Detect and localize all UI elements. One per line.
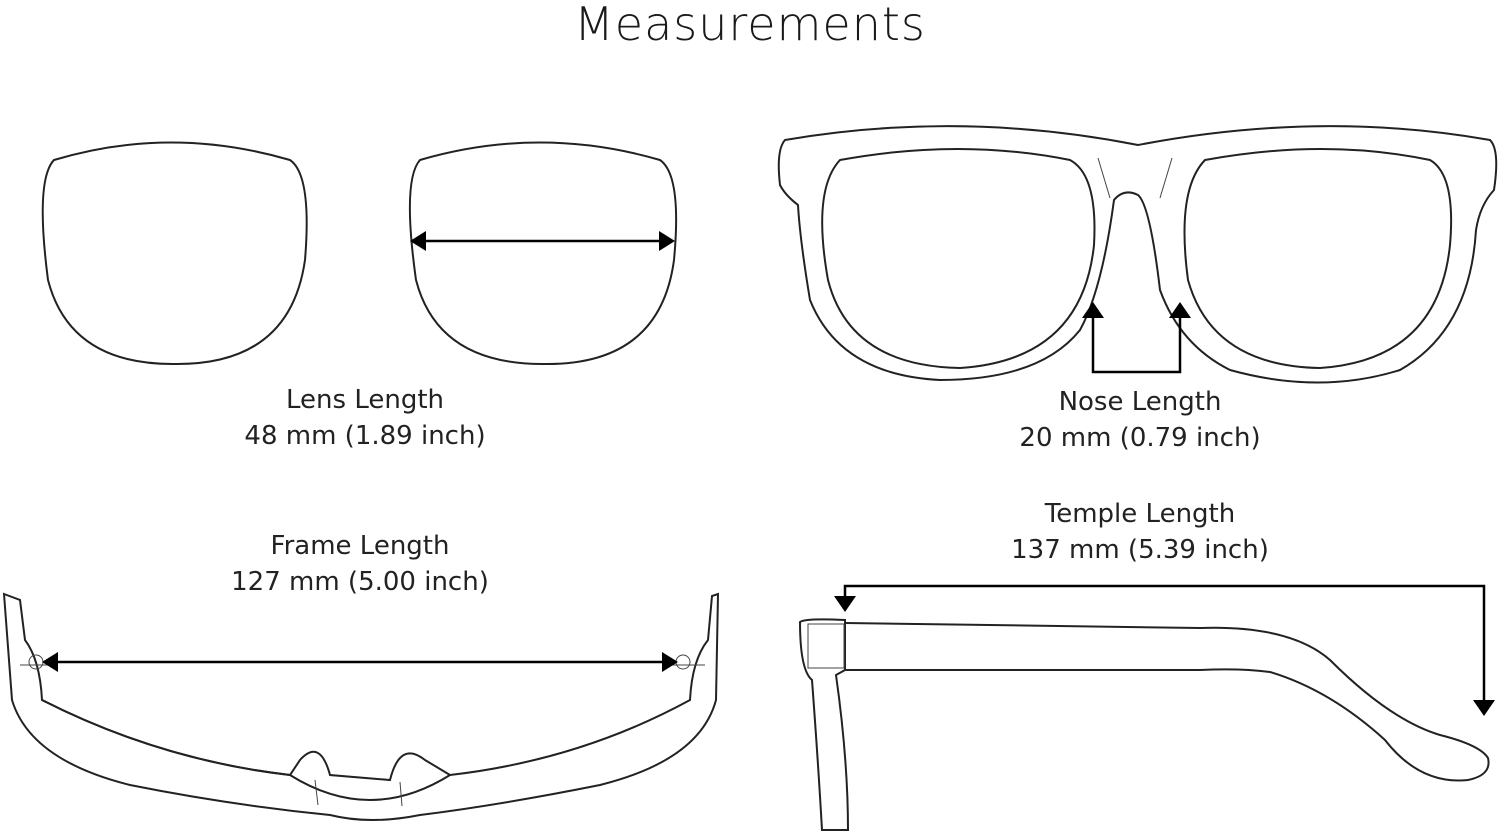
left-lens-outline bbox=[41, 141, 308, 366]
hinge-block bbox=[807, 623, 845, 669]
frame-left-lens-opening bbox=[821, 148, 1096, 370]
frame-front-outline bbox=[777, 125, 1498, 384]
temple-length-arrow bbox=[843, 584, 1486, 702]
nose-pad-line-left bbox=[1097, 157, 1111, 199]
frame-length-name: Frame Length bbox=[270, 531, 450, 561]
page-title: Measurements bbox=[574, 0, 926, 51]
frame-top-inner bbox=[41, 699, 451, 782]
frame-arrow-head-left bbox=[42, 652, 58, 672]
nose-length-name: Nose Length bbox=[1058, 387, 1222, 417]
temple-diagram bbox=[798, 584, 1495, 831]
front-frame-diagram bbox=[777, 125, 1498, 384]
frame-side-front bbox=[798, 618, 850, 831]
frame-arrow-head-right bbox=[662, 652, 678, 672]
bridge-line-right bbox=[399, 781, 403, 807]
nose-arrow-head-right bbox=[1169, 302, 1191, 318]
frame-right-lens-opening bbox=[1183, 148, 1453, 370]
nose-length-arrow bbox=[1091, 316, 1182, 374]
hinge-screw-right bbox=[675, 654, 691, 670]
lens-length-value: 48 mm (1.89 inch) bbox=[244, 421, 486, 451]
frame-length-label: Frame Length 127 mm (5.00 inch) bbox=[210, 528, 510, 600]
lens-arrow-head-left bbox=[410, 231, 426, 251]
frame-top-outer bbox=[2, 592, 720, 821]
top-frame-diagram bbox=[2, 592, 720, 821]
temple-arrow-head-left bbox=[834, 596, 856, 612]
temple-length-name: Temple Length bbox=[1044, 499, 1236, 529]
temple-length-value: 137 mm (5.39 inch) bbox=[1011, 535, 1269, 565]
lens-diagram bbox=[41, 141, 678, 366]
nose-length-value: 20 mm (0.79 inch) bbox=[1019, 423, 1261, 453]
frame-length-value: 127 mm (5.00 inch) bbox=[231, 567, 489, 597]
temple-arm bbox=[844, 622, 1490, 782]
lens-length-label: Lens Length 48 mm (1.89 inch) bbox=[215, 382, 515, 454]
nose-length-label: Nose Length 20 mm (0.79 inch) bbox=[990, 384, 1290, 456]
temple-arrow-head-right bbox=[1473, 700, 1495, 716]
lens-length-name: Lens Length bbox=[286, 385, 444, 415]
right-lens-outline bbox=[408, 141, 678, 366]
temple-length-label: Temple Length 137 mm (5.39 inch) bbox=[990, 496, 1290, 568]
bridge-line-left bbox=[314, 779, 319, 806]
lens-arrow-head-right bbox=[659, 231, 675, 251]
nose-arrow-head-left bbox=[1082, 302, 1104, 318]
nose-pad-line-right bbox=[1159, 157, 1173, 199]
